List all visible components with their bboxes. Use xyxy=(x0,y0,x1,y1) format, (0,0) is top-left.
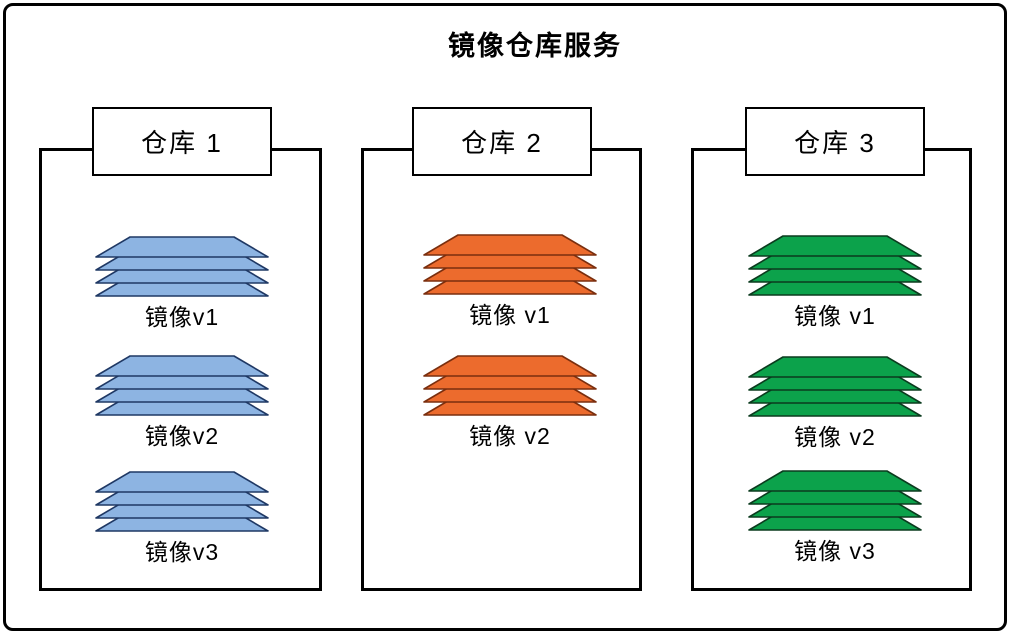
layers-icon xyxy=(423,234,597,295)
layers-icon xyxy=(95,355,269,416)
layers-icon xyxy=(748,235,922,296)
repo-header-2: 仓库 2 xyxy=(412,107,592,176)
layers-icon xyxy=(748,356,922,417)
image-stack: 镜像v3 xyxy=(95,471,269,567)
image-stack: 镜像 v1 xyxy=(748,235,922,331)
repo-header-label: 仓库 3 xyxy=(794,128,876,158)
image-label: 镜像v1 xyxy=(144,304,220,330)
layers-icon xyxy=(423,355,597,416)
repo-header-3: 仓库 3 xyxy=(745,107,925,176)
repo-header-1: 仓库 1 xyxy=(92,107,272,176)
repo-header-label: 仓库 1 xyxy=(141,128,223,158)
layer-polygon xyxy=(95,471,269,493)
image-label: 镜像 v2 xyxy=(469,423,551,449)
image-label: 镜像 v2 xyxy=(794,424,876,450)
image-label: 镜像v3 xyxy=(144,539,220,565)
outer-frame xyxy=(3,3,1007,631)
layer-polygon xyxy=(423,355,597,377)
layers-icon xyxy=(95,471,269,532)
page-title: 镜像仓库服务 xyxy=(448,31,622,61)
layers-icon xyxy=(95,236,269,297)
image-stack: 镜像 v2 xyxy=(748,356,922,452)
image-stack: 镜像v1 xyxy=(95,236,269,332)
image-stack: 镜像 v2 xyxy=(423,355,597,451)
image-label: 镜像v2 xyxy=(144,423,220,449)
image-label: 镜像 v3 xyxy=(794,538,876,564)
layer-polygon xyxy=(748,356,922,378)
image-stack: 镜像 v3 xyxy=(748,470,922,566)
layer-polygon xyxy=(748,235,922,257)
image-label: 镜像 v1 xyxy=(469,302,551,328)
repo-header-label: 仓库 2 xyxy=(461,128,543,158)
image-stack: 镜像v2 xyxy=(95,355,269,451)
image-label: 镜像 v1 xyxy=(794,303,876,329)
layer-polygon xyxy=(748,470,922,492)
layer-polygon xyxy=(95,236,269,258)
layer-polygon xyxy=(423,234,597,256)
layer-polygon xyxy=(95,355,269,377)
image-stack: 镜像 v1 xyxy=(423,234,597,330)
layers-icon xyxy=(748,470,922,531)
